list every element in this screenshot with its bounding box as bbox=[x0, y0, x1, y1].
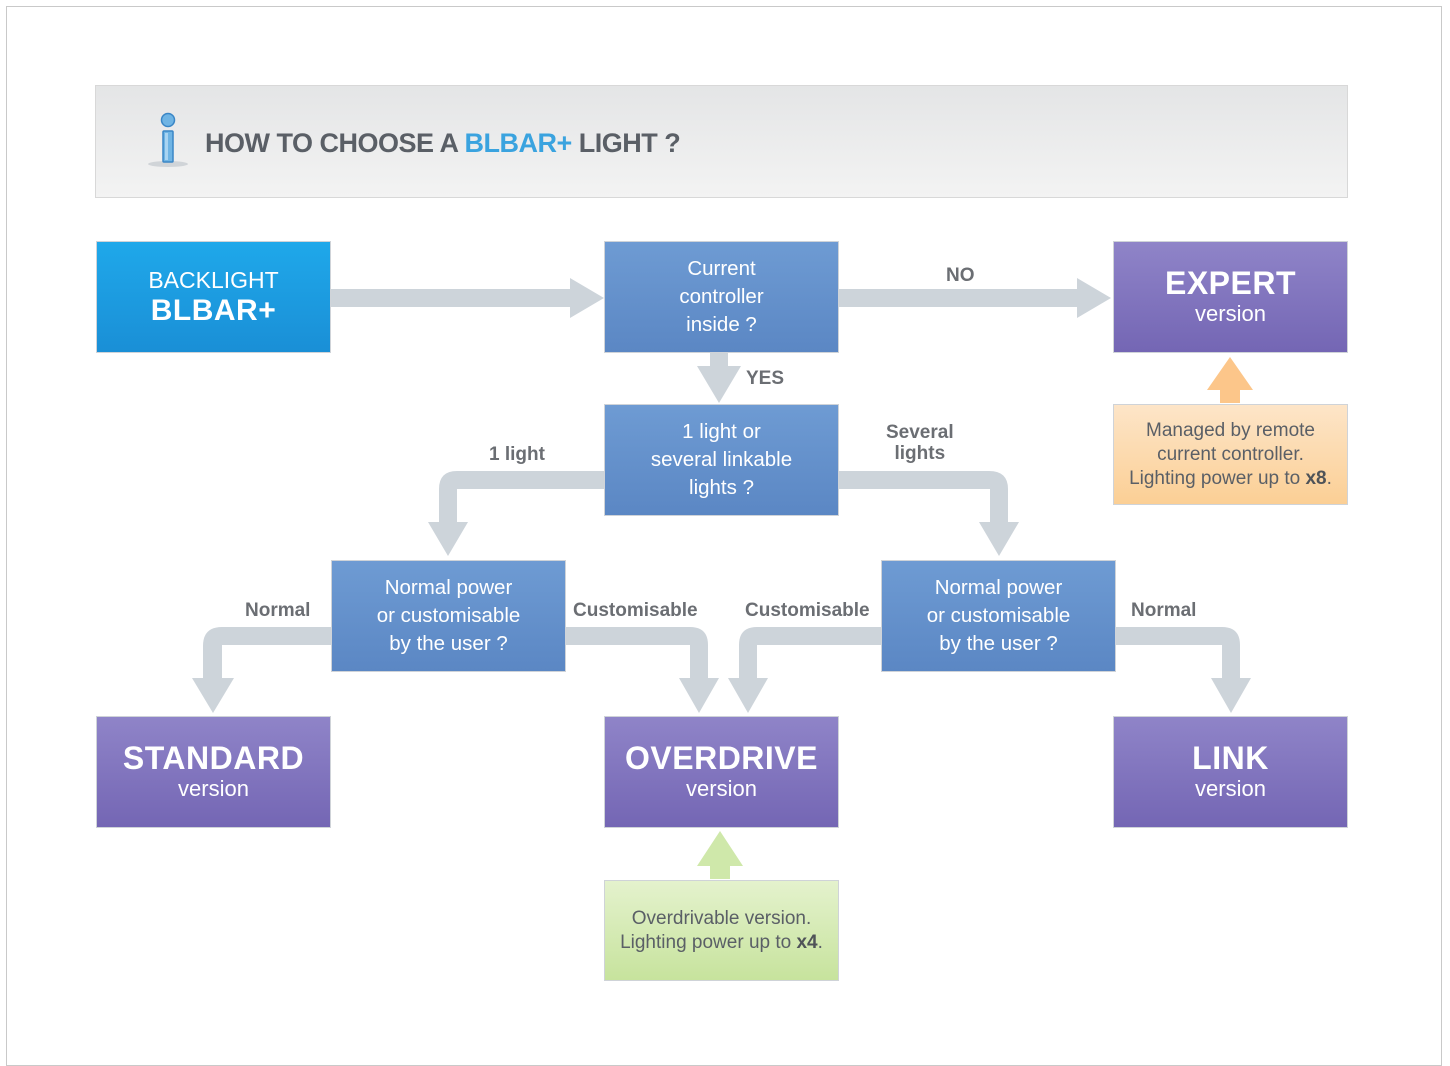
arrow-no-to-expert bbox=[839, 278, 1111, 318]
label-custom-right: Customisable bbox=[745, 600, 870, 621]
standard-version-box: STANDARD version bbox=[96, 716, 331, 828]
note-text-line: Managed by remote bbox=[1146, 419, 1315, 441]
product-name: BLBAR+ bbox=[464, 128, 573, 158]
version-name: EXPERT bbox=[1164, 265, 1297, 301]
label-custom-left: Customisable bbox=[573, 600, 698, 621]
arrow-custom-left-to-overdrive bbox=[566, 627, 719, 713]
question-text-line: inside ? bbox=[686, 313, 757, 336]
question-text-line: Normal power bbox=[384, 576, 513, 599]
label-yes: YES bbox=[746, 368, 785, 389]
arrow-start-to-controller bbox=[331, 278, 604, 318]
question-text-line: controller bbox=[679, 285, 764, 308]
overdrive-version-box: OVERDRIVE version bbox=[604, 716, 839, 828]
note-text-line: current controller. bbox=[1157, 443, 1304, 465]
header-banner bbox=[95, 85, 1348, 198]
link-version-box: LINK version bbox=[1113, 716, 1348, 828]
version-sub: version bbox=[1195, 301, 1266, 326]
label-one-light: 1 light bbox=[489, 444, 545, 465]
arrow-yes-to-lights bbox=[697, 353, 741, 403]
version-name: STANDARD bbox=[122, 740, 305, 776]
question-text-line: Current bbox=[687, 257, 756, 280]
label-normal-right: Normal bbox=[1131, 600, 1197, 621]
question-text-line: or customisable bbox=[376, 604, 521, 627]
arrow-one-light bbox=[428, 471, 604, 556]
label-no: NO bbox=[946, 265, 975, 286]
question-text-line: by the user ? bbox=[939, 632, 1058, 655]
arrow-several-lights bbox=[839, 471, 1019, 556]
version-name: LINK bbox=[1192, 740, 1269, 776]
arrow-custom-right-to-overdrive bbox=[728, 627, 882, 713]
question-text-line: several linkable bbox=[650, 448, 793, 471]
question-lights-box: 1 light or several linkable lights ? bbox=[604, 404, 839, 516]
version-sub: version bbox=[1195, 776, 1266, 801]
info-icon bbox=[148, 112, 188, 167]
note-text-line: Lighting power up to x8. bbox=[1129, 467, 1332, 489]
question-power-left-box: Normal power or customisable by the user… bbox=[331, 560, 566, 672]
note-text-line: Overdrivable version. bbox=[631, 907, 812, 929]
question-text-line: Normal power bbox=[934, 576, 1063, 599]
arrow-note-to-overdrive bbox=[697, 831, 743, 879]
version-sub: version bbox=[178, 776, 249, 801]
arrow-normal-to-standard bbox=[192, 627, 331, 713]
arrow-normal-to-link bbox=[1116, 627, 1251, 713]
note-text-line: Lighting power up to x4. bbox=[620, 931, 823, 953]
page-title: HOW TO CHOOSE A BLBAR+ LIGHT ? bbox=[205, 128, 681, 158]
question-text-line: lights ? bbox=[689, 476, 754, 499]
version-name: OVERDRIVE bbox=[625, 740, 818, 776]
expert-note-box: Managed by remote current controller. Li… bbox=[1113, 404, 1348, 505]
question-text-line: by the user ? bbox=[389, 632, 508, 655]
version-sub: version bbox=[686, 776, 757, 801]
expert-version-box: EXPERT version bbox=[1113, 241, 1348, 353]
question-power-right-box: Normal power or customisable by the user… bbox=[881, 560, 1116, 672]
start-line-2: BLBAR+ bbox=[150, 294, 277, 327]
arrow-note-to-expert bbox=[1207, 357, 1253, 403]
label-normal-left: Normal bbox=[245, 600, 311, 621]
question-controller-box: Current controller inside ? bbox=[604, 241, 839, 353]
question-text-line: or customisable bbox=[926, 604, 1071, 627]
question-text-line: 1 light or bbox=[682, 420, 761, 443]
start-line-1: BACKLIGHT bbox=[148, 267, 279, 293]
start-box: BACKLIGHT BLBAR+ bbox=[96, 241, 331, 353]
overdrive-note-box: Overdrivable version. Lighting power up … bbox=[604, 880, 839, 981]
